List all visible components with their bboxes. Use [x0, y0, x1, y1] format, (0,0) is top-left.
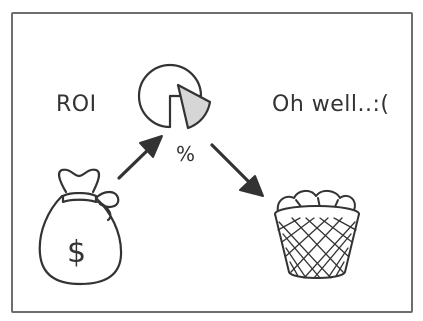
arrow-up-icon [119, 136, 162, 178]
money-bag-icon: $ [40, 170, 121, 284]
roi-label: ROI [56, 92, 97, 117]
percent-label: % [176, 142, 196, 166]
arrow-down-icon [212, 145, 263, 196]
oh-well-label: Oh well..:( [272, 92, 390, 117]
basket-body [275, 214, 359, 278]
money-bag-symbol: $ [67, 235, 86, 270]
trash-basket-icon [275, 191, 359, 278]
money-bag-neck [63, 193, 96, 202]
money-bag-top [59, 170, 99, 192]
pie-chart-icon [139, 65, 210, 128]
